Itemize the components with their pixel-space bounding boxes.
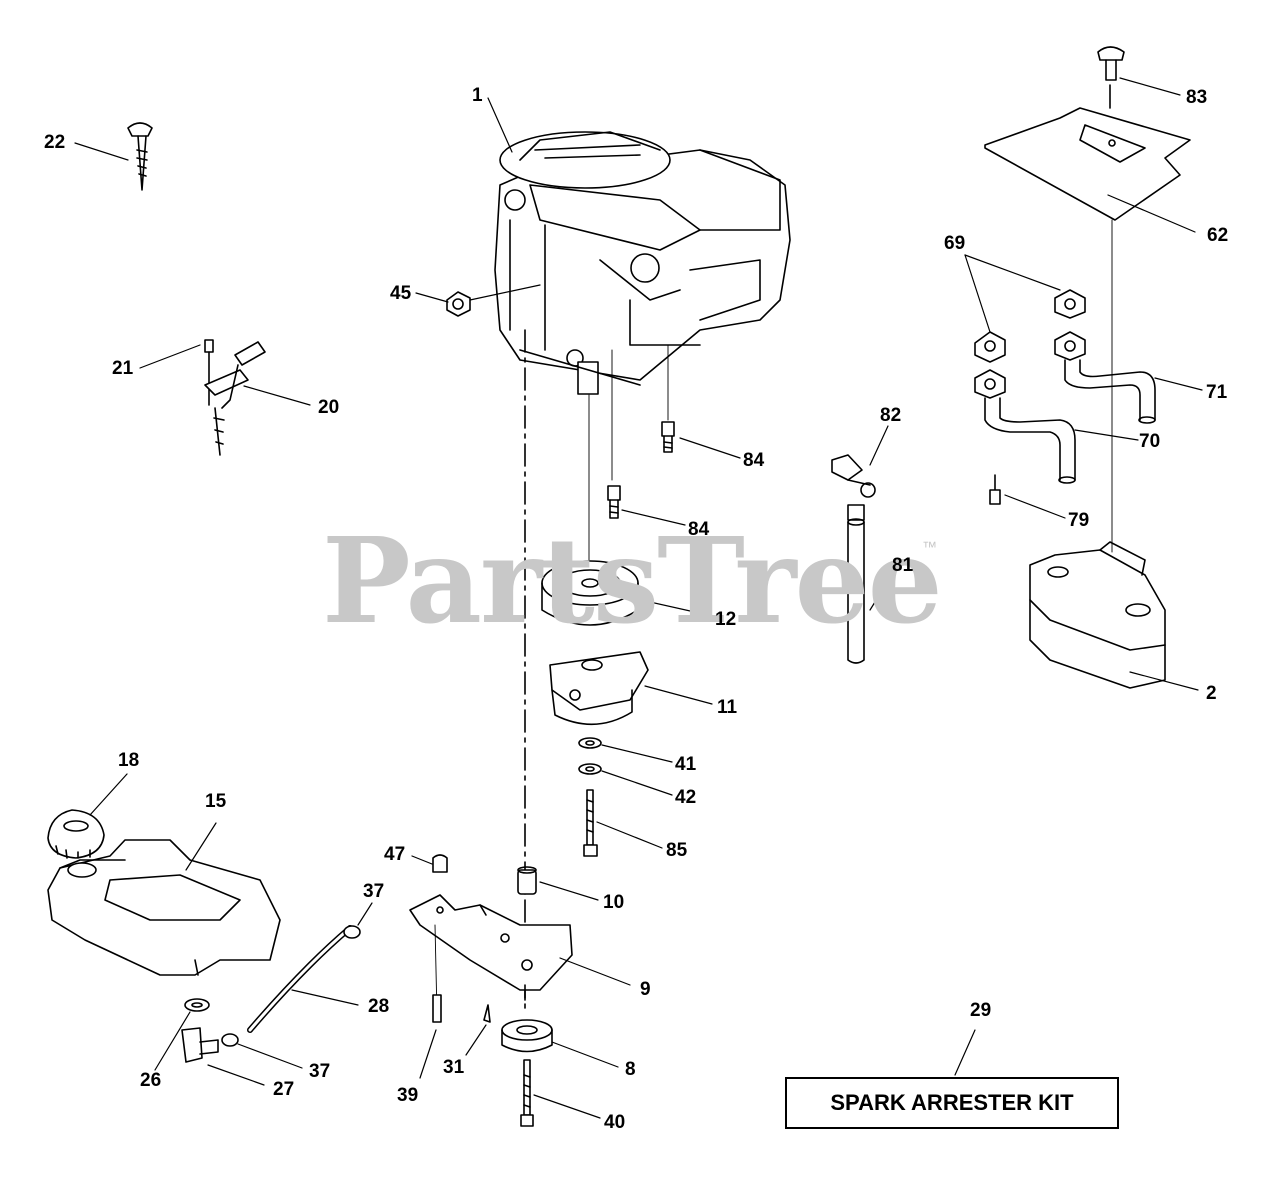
callout-11: 11 [717,697,738,718]
callout-1: 1 [472,85,483,106]
callout-84-upper: 84 [743,450,765,471]
callout-81: 81 [892,555,914,576]
callout-21: 21 [112,358,134,379]
callout-47: 47 [384,844,406,865]
callout-29: 29 [970,1000,992,1021]
callout-83: 83 [1186,87,1208,108]
callout-15: 15 [205,791,227,812]
watermark-brand: PartsTree [322,511,943,650]
callout-71: 71 [1206,382,1228,403]
callout-9: 9 [640,979,651,1000]
callout-27: 27 [273,1079,295,1100]
callout-22: 22 [44,132,66,153]
callout-26: 26 [140,1070,162,1091]
callout-20: 20 [318,397,340,418]
engine-part [494,131,791,395]
callout-10: 10 [603,892,625,913]
callout-28: 28 [368,996,390,1017]
callout-41: 41 [675,754,697,775]
callout-37-lower: 37 [309,1061,331,1082]
callout-12: 12 [715,609,737,630]
callout-45: 45 [390,283,412,304]
callout-37-upper: 37 [363,881,385,902]
callout-42: 42 [675,787,697,808]
callout-62: 62 [1207,225,1229,246]
callout-79: 79 [1068,510,1090,531]
callout-85: 85 [666,840,688,861]
callout-70: 70 [1139,431,1161,452]
callout-31: 31 [443,1057,465,1078]
spark-arrester-kit-label: SPARK ARRESTER KIT [785,1077,1119,1129]
callout-18: 18 [118,750,140,771]
callout-2: 2 [1206,683,1217,704]
callout-39: 39 [397,1085,419,1106]
callout-8: 8 [625,1059,636,1080]
callout-40: 40 [604,1112,626,1133]
callout-84-lower: 84 [688,519,710,540]
watermark-trademark: ™ [922,539,937,556]
callout-82: 82 [880,405,902,426]
callout-69: 69 [944,233,966,254]
